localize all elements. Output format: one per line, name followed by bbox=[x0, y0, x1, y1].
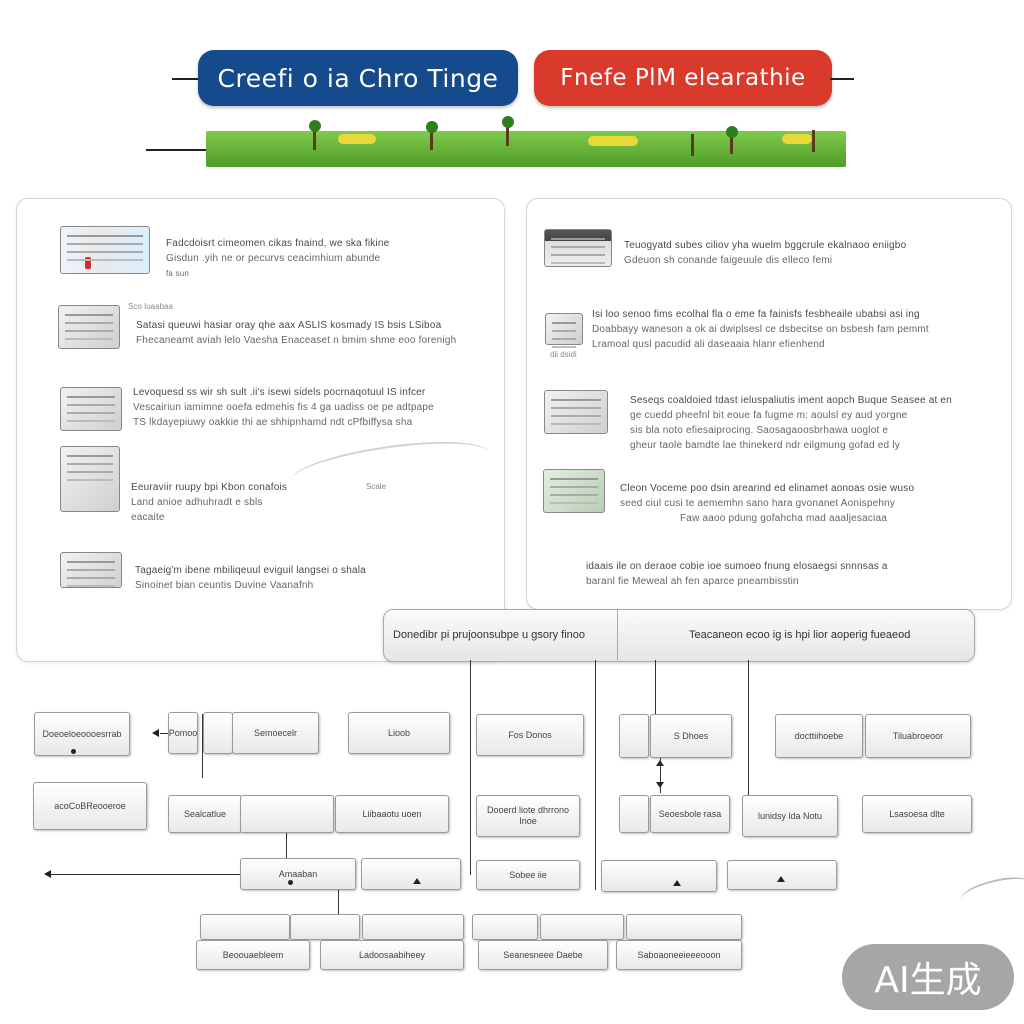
ai-generated-watermark: AI生成 bbox=[842, 944, 1014, 1010]
left-item-4-text: Eeuraviir ruupy bpi Kbon conafois Land a… bbox=[131, 482, 288, 523]
item-thumbnail bbox=[544, 229, 612, 267]
left-item-5-text: Tagaeig'm ibene mbiliqeuul eviguil langs… bbox=[135, 565, 366, 591]
flow-node[interactable] bbox=[203, 712, 233, 754]
flow-node[interactable] bbox=[619, 714, 649, 758]
flow-node[interactable]: S Dhoes bbox=[650, 714, 732, 758]
arrow-left-icon bbox=[152, 729, 159, 737]
flow-node[interactable] bbox=[472, 914, 538, 940]
flow-node[interactable]: Tiluabroeoor bbox=[865, 714, 971, 758]
right-item-4-text: Cleon Voceme poo dsin arearind ed elinam… bbox=[620, 483, 915, 524]
tree-illustration bbox=[309, 120, 321, 132]
flow-node[interactable]: Lioob bbox=[348, 712, 450, 754]
arrow-down-icon bbox=[656, 782, 664, 788]
tree-illustration bbox=[506, 124, 509, 146]
connector-line bbox=[160, 733, 172, 734]
header-right-pill: Fnefe PlM elearathie bbox=[534, 50, 832, 106]
connector-line bbox=[470, 660, 471, 875]
arrow-up-icon bbox=[673, 880, 681, 886]
arrow-up-icon bbox=[777, 876, 785, 882]
bush-illustration bbox=[782, 134, 812, 144]
flow-node[interactable]: Semoecelr bbox=[232, 712, 319, 754]
right-item-2-caption: dii dsidi bbox=[550, 350, 577, 359]
connector-line bbox=[48, 874, 240, 875]
flow-node[interactable]: docttiihoebe bbox=[775, 714, 863, 758]
flow-node[interactable]: Beoouaebleem bbox=[196, 940, 310, 970]
flow-node[interactable]: Liibaaotu uoen bbox=[335, 795, 449, 833]
connector-dot bbox=[71, 749, 76, 754]
flow-node[interactable] bbox=[626, 914, 742, 940]
flow-node[interactable]: Fos Donos bbox=[476, 714, 584, 756]
connector-line bbox=[655, 660, 656, 715]
flow-node[interactable]: lunidsy lda Notu bbox=[742, 795, 838, 837]
tree-illustration bbox=[730, 132, 733, 154]
tree-illustration bbox=[313, 128, 316, 150]
banner-right-label: Teacaneon ecoo ig is hpi lior aoperig fu… bbox=[689, 629, 911, 641]
connector-line bbox=[748, 660, 749, 795]
bush-illustration bbox=[338, 134, 376, 144]
left-item-1-text: Fadcdoisrt cimeomen cikas fnaind, we ska… bbox=[166, 238, 390, 278]
arrow-up-icon bbox=[413, 878, 421, 884]
flow-node[interactable] bbox=[290, 914, 360, 940]
banner-left-label: Donedibr pi prujoonsubpe u gsory finoo bbox=[393, 629, 586, 641]
sketch-stroke bbox=[958, 871, 1024, 911]
flow-node[interactable] bbox=[601, 860, 717, 892]
flow-node[interactable]: acoCoBReooeroe bbox=[33, 782, 147, 830]
right-item-2-text: Isi loo senoo fims ecolhal fla o eme fa … bbox=[592, 309, 929, 350]
flow-node[interactable]: Dooerd liote dhrrono Inoe bbox=[476, 795, 580, 837]
tree-illustration bbox=[691, 134, 694, 156]
item-thumbnail bbox=[58, 305, 120, 349]
item-thumbnail bbox=[544, 390, 608, 434]
tree-illustration bbox=[726, 126, 738, 138]
left-item-2-text: Satasi queuwi hasiar oray qhe aax ASLIS … bbox=[136, 320, 457, 346]
flow-node[interactable]: Ladoosaabiheey bbox=[320, 940, 464, 970]
connector-line bbox=[202, 714, 203, 778]
flow-node[interactable] bbox=[240, 795, 334, 833]
flow-node[interactable]: Sobee iie bbox=[476, 860, 580, 890]
flow-node[interactable]: Pomoo bbox=[168, 712, 198, 754]
flow-node[interactable]: Saboaoneeieeeooon bbox=[616, 940, 742, 970]
left-item-3-text: Levoquesd ss wir sh sult .ii's isewi sid… bbox=[133, 387, 434, 428]
item-thumbnail bbox=[60, 552, 122, 588]
flow-node[interactable] bbox=[619, 795, 649, 833]
connector-line bbox=[338, 888, 339, 918]
flow-node[interactable]: Amaaban bbox=[240, 858, 356, 890]
flowchart-root-banner bbox=[383, 609, 975, 662]
bush-illustration bbox=[588, 136, 638, 146]
banner-divider bbox=[617, 609, 618, 660]
item-thumbnail bbox=[545, 313, 583, 345]
left-item-4-side-label: Scale bbox=[366, 482, 387, 491]
item-thumbnail bbox=[543, 469, 605, 513]
flow-node[interactable]: Seanesneee Daebe bbox=[478, 940, 608, 970]
flow-node[interactable] bbox=[200, 914, 290, 940]
right-item-3-text: Seseqs coaldoied tdast ieluspaliutis ime… bbox=[630, 395, 952, 451]
connector-line bbox=[660, 758, 661, 793]
item-thumbnail bbox=[60, 387, 122, 431]
item-thumbnail bbox=[60, 446, 120, 512]
tree-illustration bbox=[430, 128, 433, 150]
flow-node[interactable] bbox=[540, 914, 624, 940]
flow-node[interactable]: Lsasoesa dlte bbox=[862, 795, 972, 833]
flow-node[interactable]: Sealcatlue bbox=[168, 795, 242, 833]
arrow-up-icon bbox=[656, 760, 664, 766]
grass-strip-illustration bbox=[206, 131, 846, 167]
arrow-left-icon bbox=[44, 870, 51, 878]
right-item-5-text: idaais ile on deraoe cobie ioe sumoeo fn… bbox=[586, 561, 888, 587]
flow-node[interactable] bbox=[727, 860, 837, 890]
connector-line bbox=[595, 660, 596, 890]
flow-node[interactable] bbox=[361, 858, 461, 890]
header-right-rule bbox=[830, 78, 854, 80]
header-left-rule bbox=[172, 78, 202, 80]
connector-dot bbox=[288, 880, 293, 885]
right-item-1-text: Teuogyatd subes ciliov yha wuelm bggcrul… bbox=[624, 240, 907, 266]
grass-left-rule bbox=[146, 149, 208, 151]
flow-node[interactable] bbox=[362, 914, 464, 940]
tree-illustration bbox=[812, 130, 815, 152]
left-item-2-caption: Sco Iuaabaa bbox=[128, 302, 173, 311]
flow-node[interactable]: Doeoeloeoooesrrab bbox=[34, 712, 130, 756]
header-left-pill: Creefi o ia Chro Tinge bbox=[198, 50, 518, 106]
flow-node[interactable]: Seoesbole rasa bbox=[650, 795, 730, 833]
tree-illustration bbox=[502, 116, 514, 128]
item-thumbnail bbox=[60, 226, 150, 274]
tree-illustration bbox=[426, 121, 438, 133]
